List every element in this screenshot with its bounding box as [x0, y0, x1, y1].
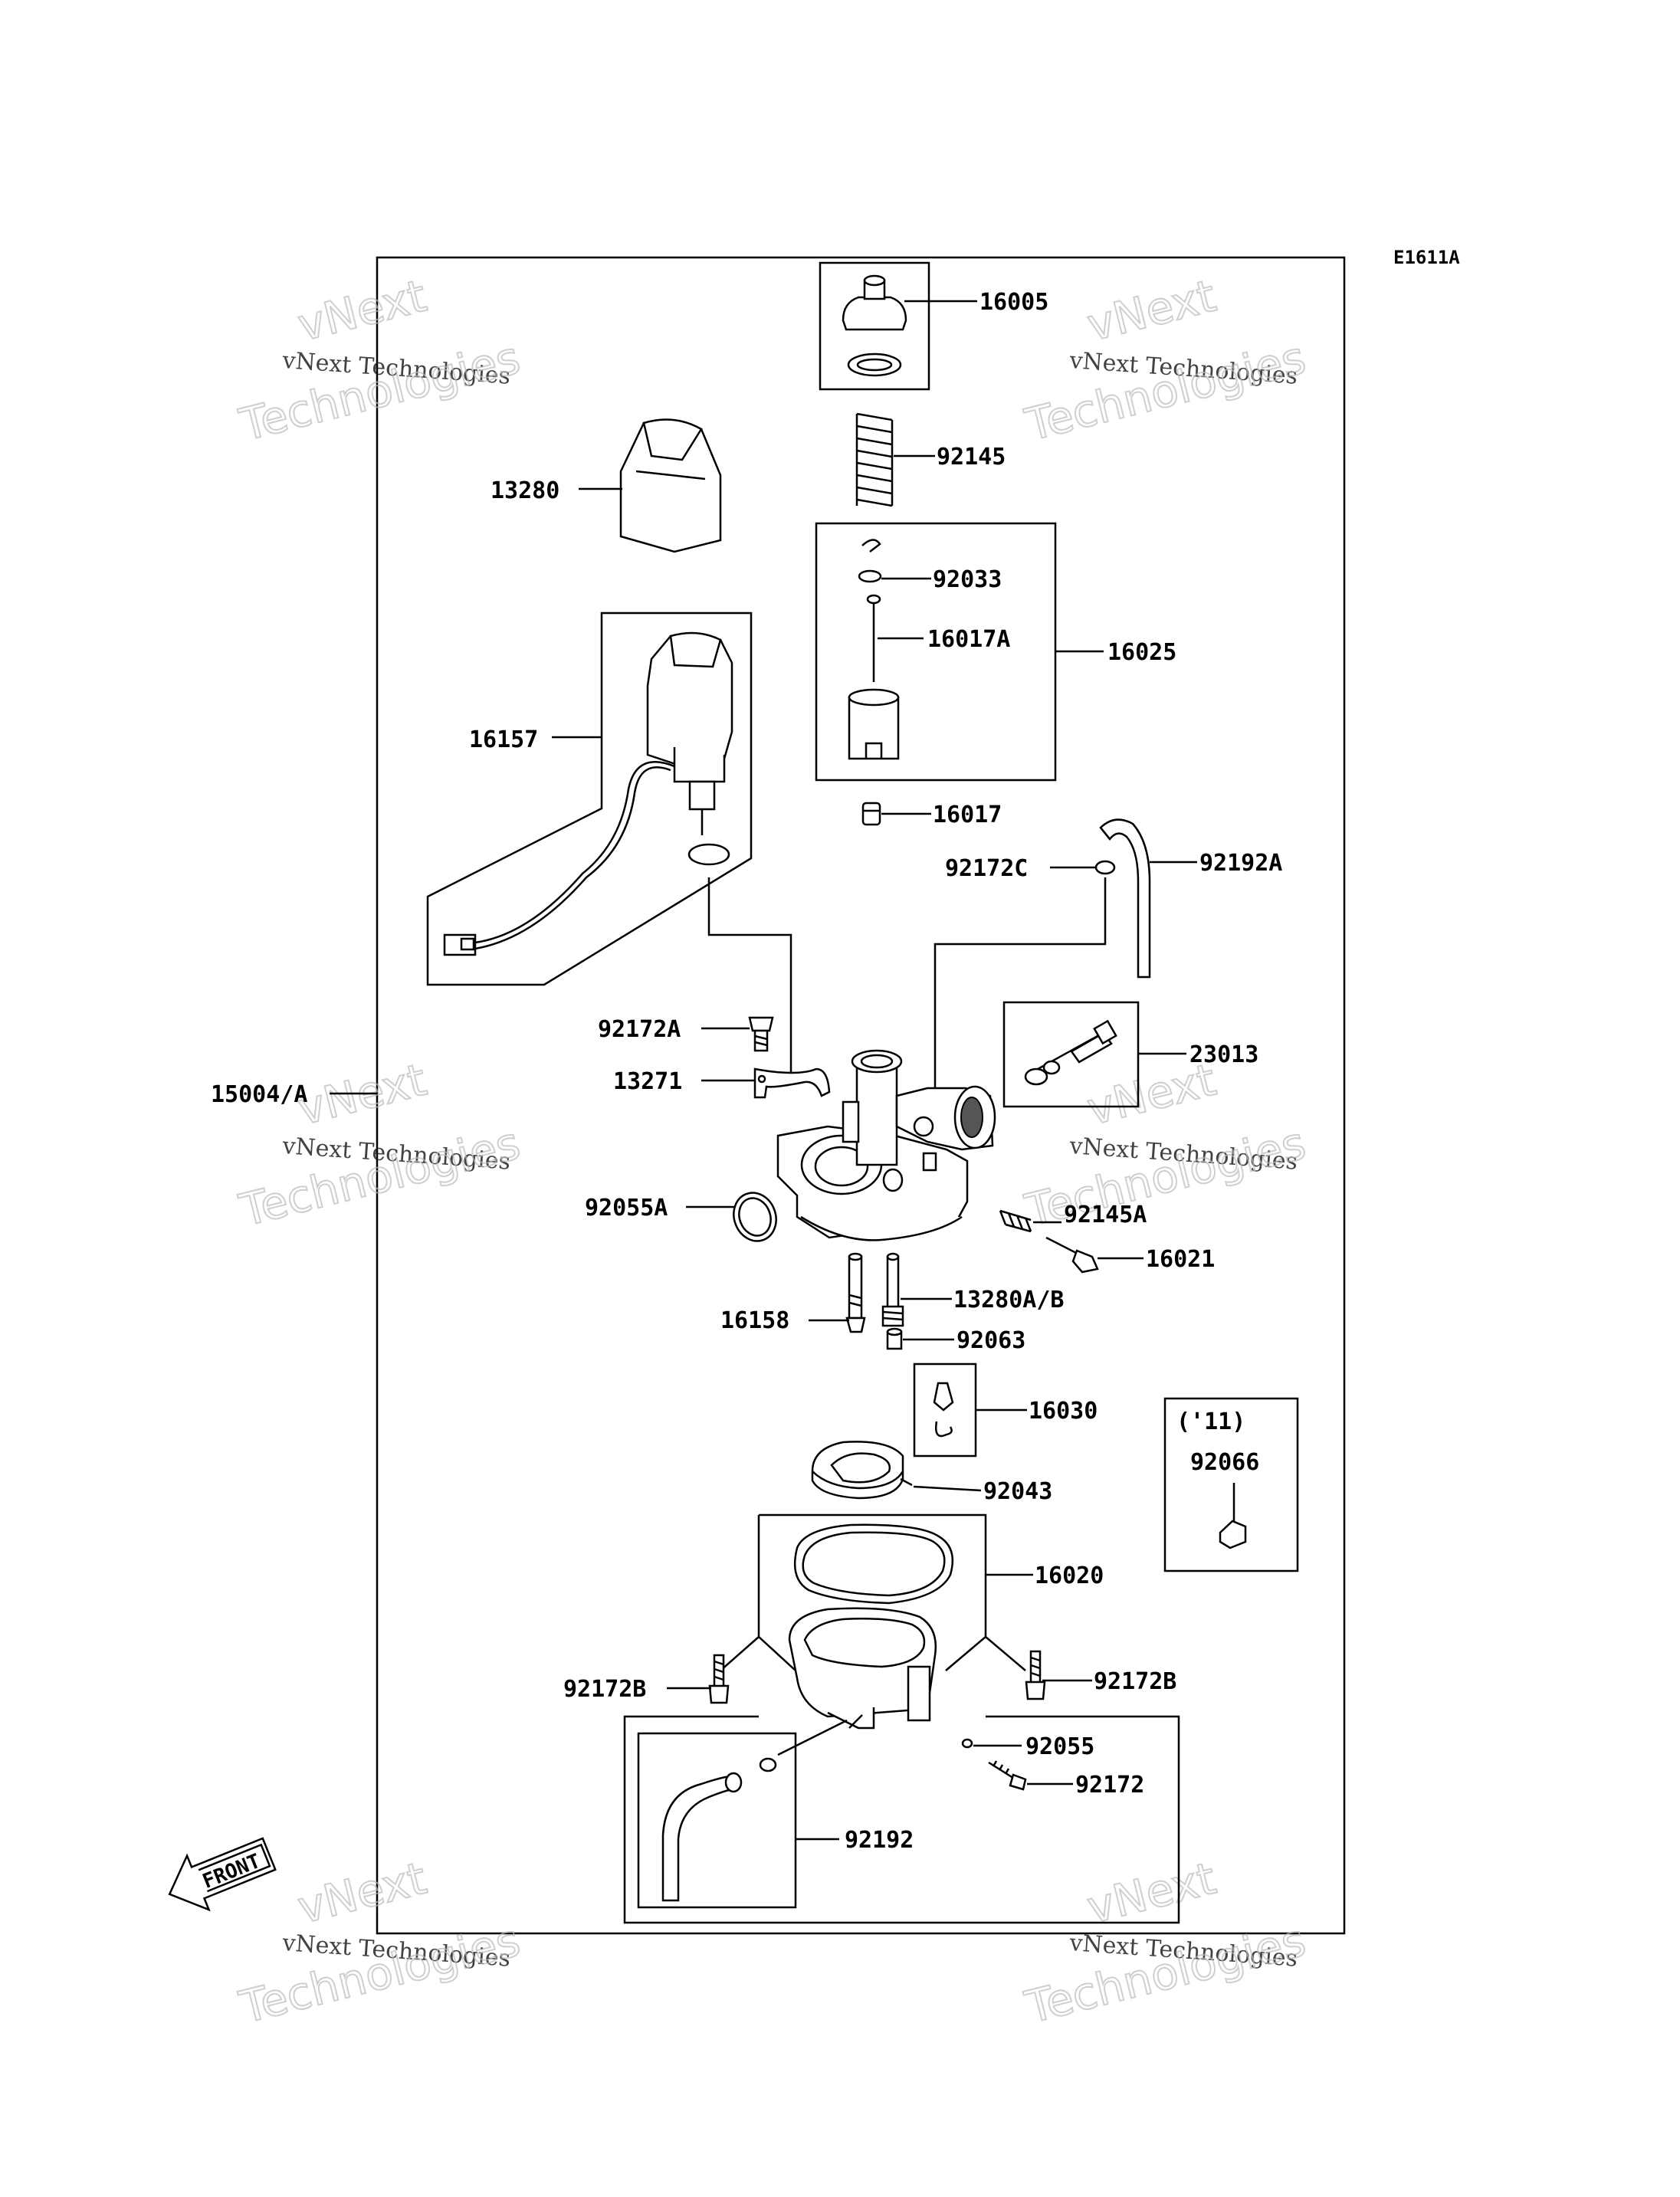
- clip-92172c-part: [1094, 860, 1116, 875]
- watermark-top-right: vNext vNext Technologies Technologies: [1019, 269, 1311, 452]
- carburetor-cap-part: [842, 274, 907, 377]
- year-note: ('11): [1176, 1408, 1245, 1435]
- label-16021: 16021: [1146, 1246, 1215, 1273]
- o-ring-92055a-part: [733, 1192, 777, 1242]
- drain-hose-group-box: [623, 1715, 1180, 1924]
- label-92172C: 92172C: [945, 855, 1028, 882]
- label-92172: 92172: [1075, 1772, 1144, 1799]
- carburetor-boot-part: [619, 418, 722, 553]
- float-valve-group-box: [913, 1362, 977, 1458]
- float-part: [811, 1441, 904, 1500]
- label-92043: 92043: [983, 1478, 1052, 1505]
- float-chamber-part: [788, 1523, 954, 1730]
- label-92066: 92066: [1190, 1449, 1259, 1476]
- label-92192A: 92192A: [1199, 850, 1282, 877]
- throttle-stop-screw-part: [1045, 1236, 1099, 1274]
- label-92033: 92033: [933, 566, 1002, 593]
- main-frame: [376, 256, 1346, 1935]
- screw-92172b-right-part: [1025, 1650, 1046, 1700]
- label-13271: 13271: [613, 1068, 682, 1095]
- cap-group-box: [819, 261, 930, 391]
- svg-text:vNext: vNext: [293, 1852, 431, 1934]
- plug-92066-part: [1219, 1520, 1247, 1549]
- auto-choke-part: [443, 631, 733, 956]
- label-92172A: 92172A: [598, 1016, 681, 1043]
- label-92145: 92145: [937, 444, 1006, 471]
- front-direction-arrow: FRONT: [168, 1837, 277, 1912]
- watermark-top-left: vNext vNext Technologies Technologies: [234, 269, 526, 452]
- label-16030: 16030: [1029, 1398, 1098, 1425]
- label-13280AB: 13280A/B: [953, 1287, 1065, 1313]
- label-13280: 13280: [491, 477, 559, 504]
- label-16017: 16017: [933, 802, 1002, 828]
- float-valve-part: [933, 1382, 954, 1438]
- diagram-code: E1611A: [1393, 247, 1460, 268]
- carburetor-body-part: [776, 1049, 996, 1241]
- float-chamber-group-box: [720, 1513, 1026, 1671]
- label-92192: 92192: [845, 1827, 914, 1854]
- auto-choke-group-box: [426, 612, 753, 986]
- screw-92172a-part: [748, 1016, 774, 1052]
- throttle-valve-parts: [848, 539, 900, 760]
- svg-text:vNext: vNext: [1082, 270, 1221, 352]
- spring-92145a-part: [999, 1209, 1032, 1233]
- label-92063: 92063: [956, 1327, 1025, 1354]
- label-92145A: 92145A: [1064, 1202, 1147, 1228]
- watermark-bottom-right: vNext vNext Technologies Technologies: [1019, 1851, 1311, 2035]
- label-92055: 92055: [1025, 1733, 1094, 1760]
- label-15004A: 15004/A: [211, 1081, 307, 1108]
- label-16158: 16158: [720, 1307, 789, 1334]
- label-16025: 16025: [1107, 639, 1176, 666]
- label-16157: 16157: [469, 726, 538, 753]
- pilot-screw-part: [1024, 1019, 1117, 1086]
- svg-text:Technologies: Technologies: [235, 331, 525, 451]
- screw-92172b-left-part: [708, 1654, 730, 1704]
- drain-hose-inner-box: [637, 1732, 797, 1909]
- label-16017A: 16017A: [927, 626, 1010, 653]
- svg-text:Technologies: Technologies: [235, 1117, 525, 1236]
- o-ring-92055-part: [961, 1738, 973, 1749]
- throttle-spring-part: [855, 412, 894, 507]
- label-23013: 23013: [1189, 1041, 1258, 1068]
- label-92055A: 92055A: [585, 1195, 668, 1221]
- svg-text:Technologies: Technologies: [235, 1913, 525, 2033]
- drain-hose-part: [661, 1772, 743, 1902]
- label-92172B-left: 92172B: [563, 1676, 646, 1703]
- drain-screw-92172-part: [988, 1760, 1027, 1791]
- vent-tube-92192a-part: [1099, 818, 1151, 979]
- label-92172B-right: 92172B: [1094, 1668, 1176, 1695]
- drain-clip-part: [759, 1757, 777, 1772]
- svg-text:Technologies: Technologies: [1020, 1913, 1311, 2033]
- clamp-13271-part: [753, 1067, 831, 1099]
- label-16005: 16005: [979, 289, 1048, 316]
- needle-jet-part: [861, 802, 881, 826]
- label-16020: 16020: [1035, 1562, 1104, 1589]
- svg-text:vNext: vNext: [293, 270, 431, 352]
- watermark-bottom-left: vNext vNext Technologies Technologies: [234, 1851, 526, 2035]
- main-jet-parts: [845, 1252, 904, 1350]
- svg-text:vNext: vNext: [1082, 1852, 1221, 1934]
- svg-text:Technologies: Technologies: [1020, 331, 1311, 451]
- year-variant-box: [1163, 1397, 1299, 1572]
